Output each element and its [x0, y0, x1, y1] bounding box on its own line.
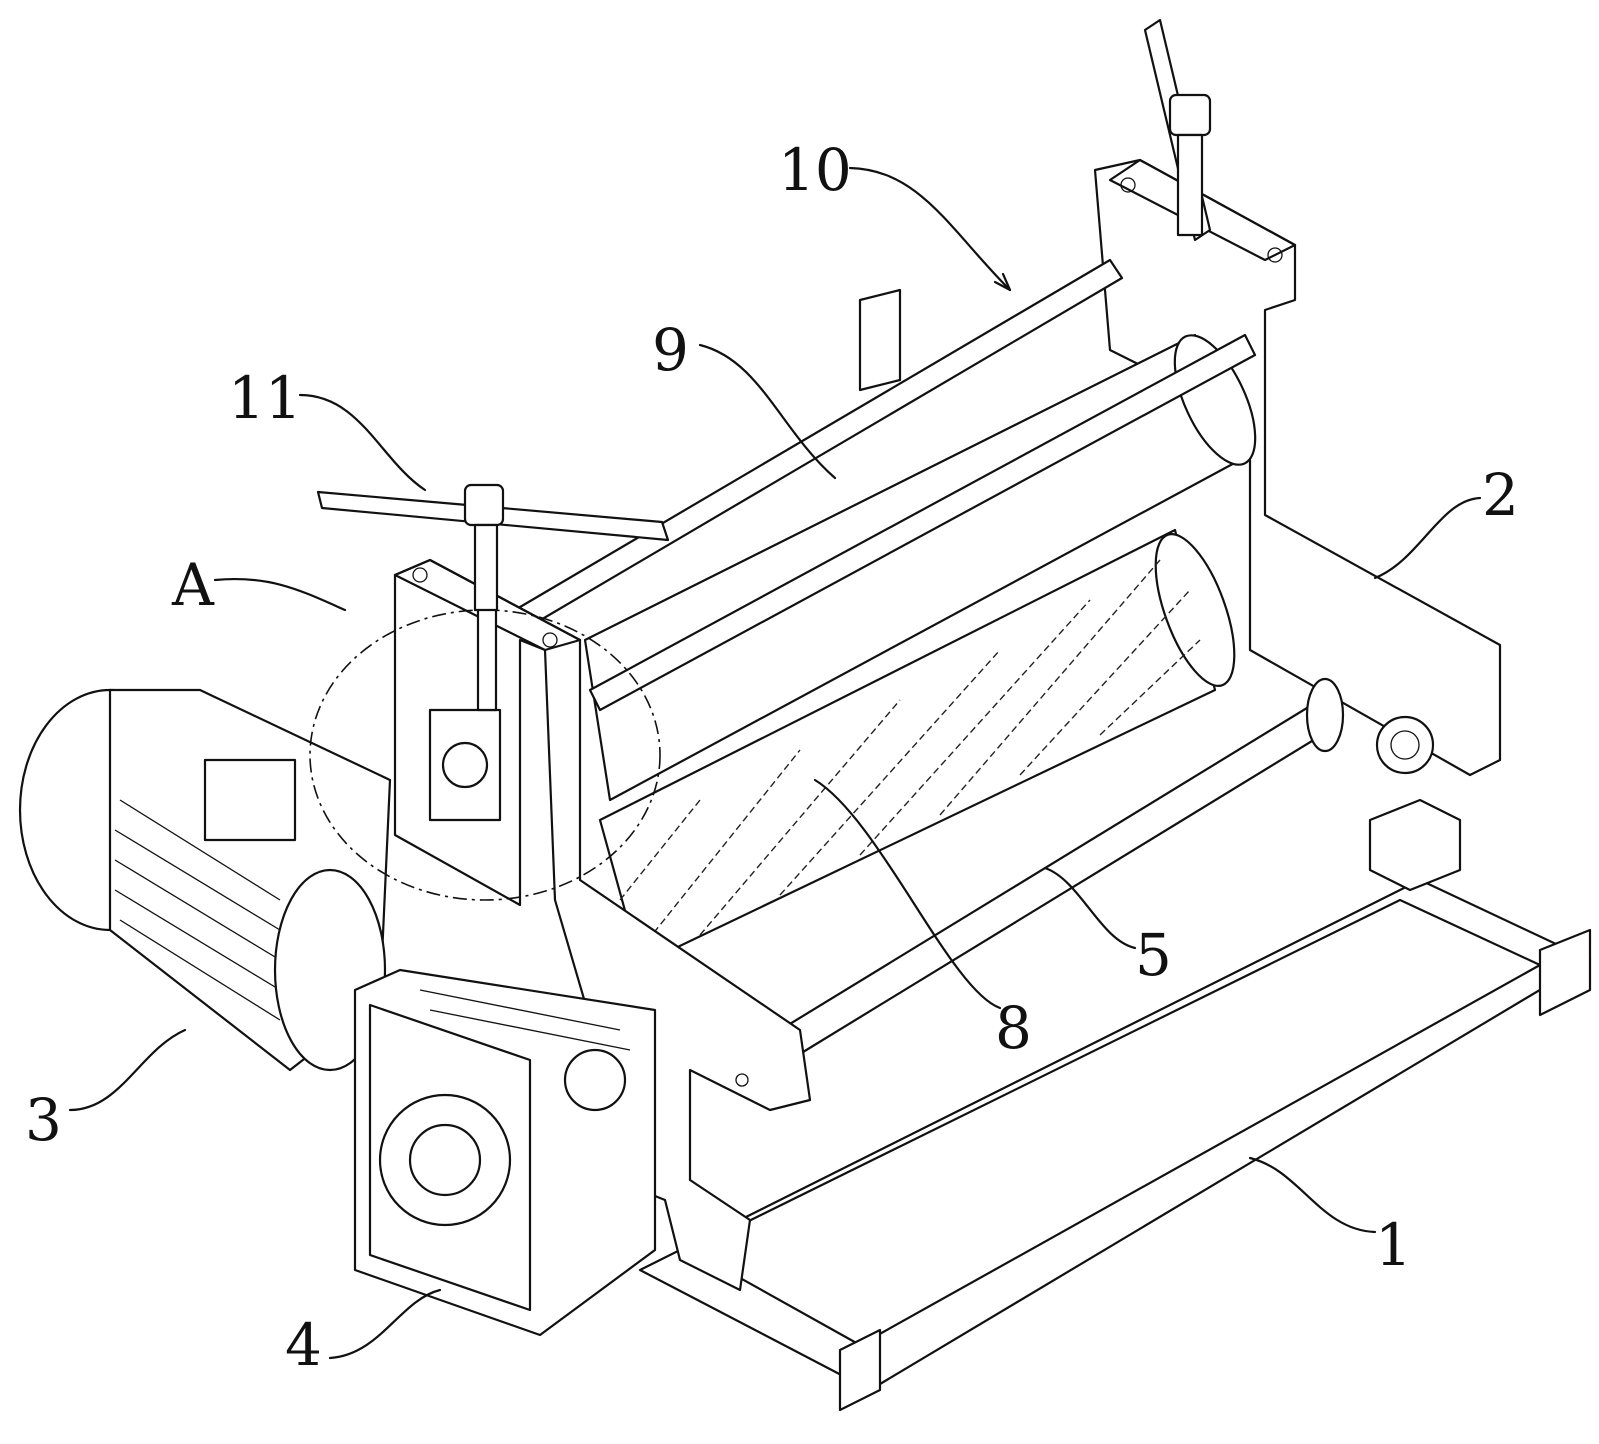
gearbox [355, 970, 655, 1335]
left-t-handle [318, 485, 668, 610]
right-side-plate [1095, 160, 1500, 890]
label-t-handle: 11 [228, 364, 302, 432]
label-gearbox: 4 [285, 1311, 322, 1379]
label-frame: 1 [1375, 1211, 1412, 1279]
label-side-bracket: 2 [1482, 461, 1519, 529]
label-knurled-roller: 8 [995, 994, 1032, 1062]
base-frame [640, 880, 1590, 1410]
motor [20, 690, 390, 1070]
label-lower-shaft: 5 [1135, 921, 1172, 989]
label-detail-a: A [171, 551, 215, 619]
label-guide-rod: 10 [778, 136, 852, 204]
label-motor: 3 [25, 1086, 62, 1154]
label-upper-roller: 9 [652, 316, 689, 384]
